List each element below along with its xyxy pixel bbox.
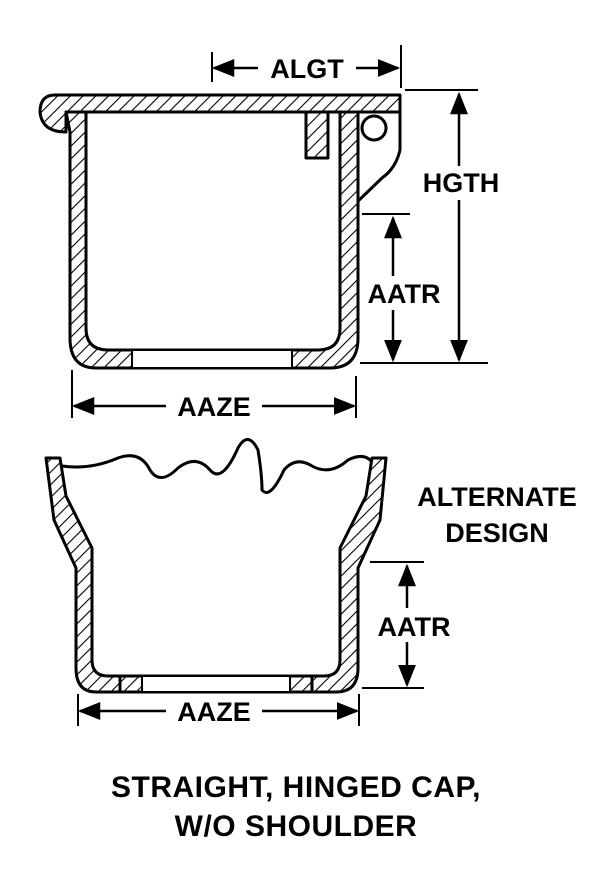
alternate-label-line1: ALTERNATE	[417, 482, 576, 512]
aatr-top-label: AATR	[368, 279, 441, 309]
alt-left-wall	[44, 456, 122, 694]
hgth-label: HGTH	[423, 168, 500, 198]
caption-line2: W/O SHOULDER	[175, 810, 418, 843]
lid-tab	[304, 110, 330, 160]
hinge-pin-hole	[360, 114, 388, 142]
alt-right-wall	[310, 456, 388, 694]
aaze-bottom-label: AAZE	[177, 697, 251, 727]
lid	[38, 93, 402, 134]
algt-label: ALGT	[270, 54, 344, 84]
break-line	[60, 438, 374, 494]
cup-wall	[64, 110, 360, 370]
top-cap-drawing: ALGT HGTH AATR AAZE	[38, 45, 500, 422]
caption-line1: STRAIGHT, HINGED CAP,	[111, 771, 481, 804]
hinge-lug	[350, 110, 402, 207]
aatr-bottom-label: AATR	[378, 612, 451, 642]
alternate-design-drawing: ALTERNATE DESIGN AATR AAZE	[44, 438, 577, 727]
alternate-label-line2: DESIGN	[445, 518, 549, 548]
aaze-top-label: AAZE	[177, 392, 251, 422]
